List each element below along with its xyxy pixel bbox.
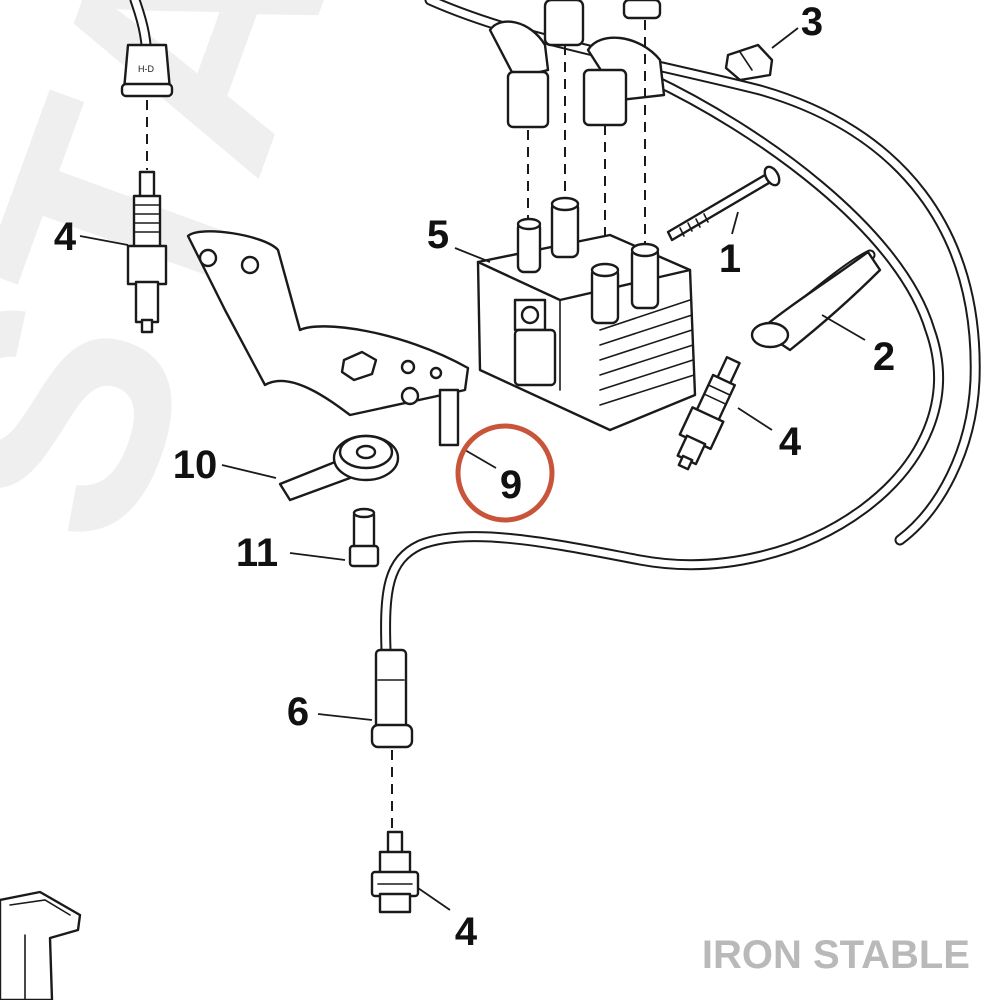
callout-6: 6 [287, 690, 309, 734]
callout-11: 11 [236, 531, 278, 575]
ignition-coil [476, 196, 697, 432]
callout-5: 5 [427, 213, 449, 257]
spark-plug-bottom [370, 830, 420, 914]
plug-boot-bottom [370, 648, 414, 749]
callout-10: 10 [173, 443, 218, 487]
plug-boot-top-left: H-D [120, 43, 174, 98]
mounting-bolt [666, 165, 781, 242]
coil-boots [488, 0, 666, 129]
sensor [278, 434, 400, 502]
mounting-bracket [186, 230, 470, 447]
callout-4-left: 4 [54, 215, 77, 259]
wire-clip [724, 43, 774, 82]
callout-4-bottom: 4 [455, 910, 478, 954]
highlight-circle [455, 423, 555, 523]
callout-9: 9 [500, 463, 522, 507]
plug-boot-right [750, 250, 882, 352]
svg-text:H-D: H-D [138, 64, 154, 74]
corner-watermark: IRON STABLE [702, 933, 970, 977]
screw [348, 507, 380, 568]
partial-part-bottom-left [0, 890, 82, 1000]
leader-lines [79, 27, 866, 911]
spark-plug-left [126, 170, 168, 334]
callout-numbers: 3 4 5 1 2 4 10 9 11 6 4 [54, 0, 895, 954]
spark-plug-right [676, 355, 741, 471]
callout-3: 3 [801, 0, 823, 44]
assembly-lines [146, 20, 646, 832]
callout-2: 2 [873, 335, 895, 379]
callout-4-right: 4 [779, 420, 802, 464]
callout-1: 1 [719, 237, 741, 281]
